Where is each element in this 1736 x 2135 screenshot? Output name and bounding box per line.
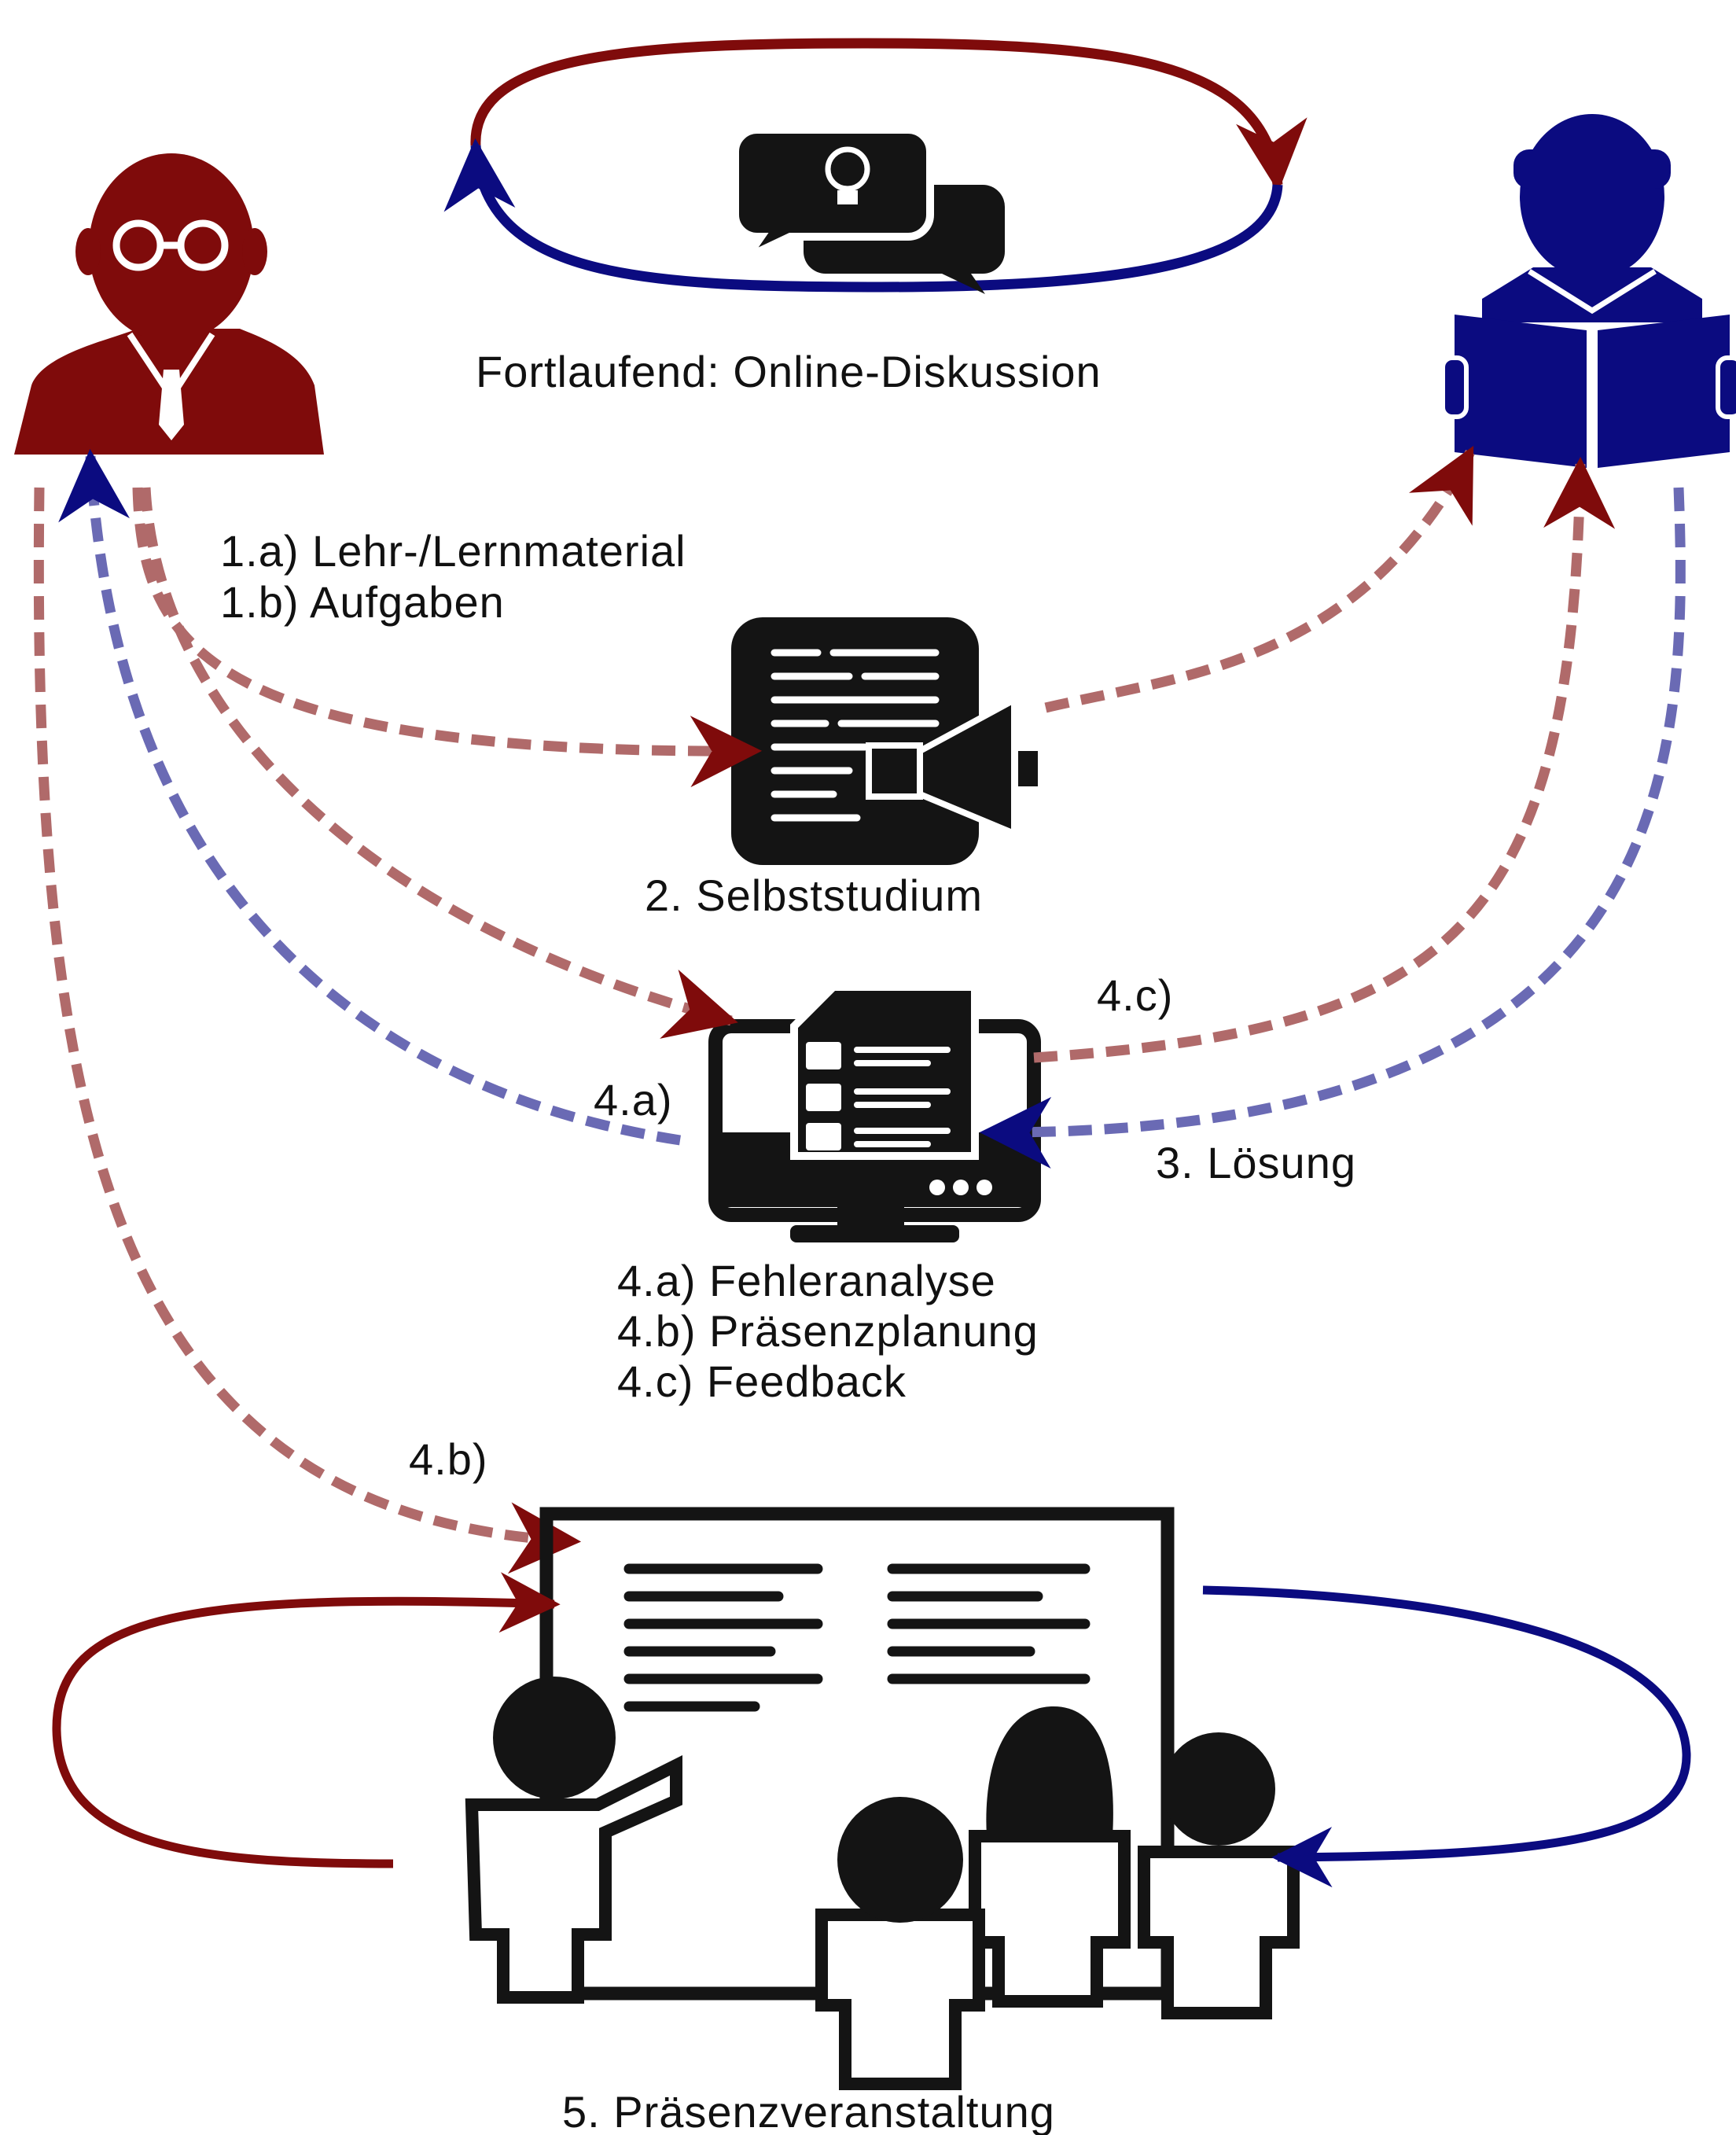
label-step-5: 5. Präsenzveranstaltung bbox=[562, 2087, 1055, 2135]
arrow-teacher-to-selfstudy bbox=[132, 487, 763, 788]
discussion-arrow-teacher bbox=[470, 38, 1308, 193]
arrow-selfstudy-to-student bbox=[1044, 445, 1475, 713]
arrow-analysis-to-teacher bbox=[58, 448, 681, 1146]
label-step-4b: 4.b) Präsenzplanung bbox=[617, 1306, 1039, 1356]
computer-monitor-document-icon bbox=[708, 983, 1041, 1242]
label-step-1a: 1.a) Lehr-/Lernmaterial bbox=[220, 526, 686, 576]
label-step-2: 2. Selbststudium bbox=[645, 871, 983, 920]
label-step-3: 3. Lösung bbox=[1156, 1138, 1356, 1187]
classroom-whiteboard-icon bbox=[465, 1507, 1300, 2090]
teacher-with-glasses-icon bbox=[14, 153, 324, 455]
label-tag-4a: 4.a) bbox=[594, 1075, 673, 1125]
label-step-4c: 4.c) Feedback bbox=[617, 1356, 907, 1406]
label-discussion: Fortlaufend: Online-Diskussion bbox=[476, 347, 1102, 396]
dashed-flows bbox=[33, 445, 1686, 1574]
document-megaphone-icon bbox=[731, 617, 1038, 865]
arrow-teacher-to-classroom bbox=[33, 487, 582, 1574]
arrow-student-solution bbox=[979, 487, 1686, 1169]
student-reading-book-icon bbox=[1440, 114, 1736, 468]
label-tag-4b: 4.b) bbox=[409, 1434, 488, 1484]
label-step-4a: 4.a) Fehleranalyse bbox=[617, 1256, 996, 1305]
chat-bubbles-lightbulb-icon bbox=[731, 126, 1005, 294]
label-tag-4c: 4.c) bbox=[1097, 970, 1173, 1020]
classroom-loop-student bbox=[1202, 1585, 1691, 1888]
classroom-loop-teacher bbox=[52, 1572, 561, 1868]
discussion-arrow-student bbox=[443, 138, 1283, 293]
discussion-loop bbox=[443, 38, 1308, 293]
arrow-analysis-to-student-feedback bbox=[1033, 456, 1616, 1063]
label-step-1b: 1.b) Aufgaben bbox=[220, 577, 505, 627]
